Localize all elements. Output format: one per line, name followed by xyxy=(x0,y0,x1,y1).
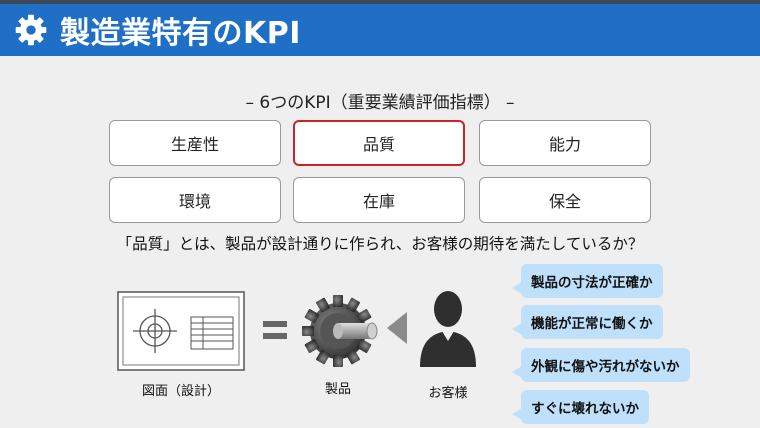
quality-question: 「品質」とは、製品が設計通りに作られ、お客様の期待を満たしているか？ xyxy=(116,235,644,253)
arrow-left-icon xyxy=(387,312,407,344)
equals-sign xyxy=(263,319,287,341)
speech-bubble: 機能が正常に働くか xyxy=(512,305,663,339)
kpi-environment-card[interactable]: 環境 xyxy=(109,177,281,223)
product-gear-icon xyxy=(302,295,378,367)
top-strip xyxy=(0,0,760,4)
kpi-subtitle: – 6つのKPI（重要業績評価指標） – xyxy=(245,93,515,113)
kpi-productivity-card[interactable]: 生産性 xyxy=(109,120,281,166)
gear-icon xyxy=(15,14,47,46)
title-bar: 製造業特有のKPI xyxy=(0,4,760,56)
speech-bubble: 製品の寸法が正確か xyxy=(512,264,663,298)
kpi-inventory-card[interactable]: 在庫 xyxy=(293,177,465,223)
customer-label: お客様 xyxy=(428,386,468,401)
kpi-maintenance-card[interactable]: 保全 xyxy=(479,177,651,223)
page-title: 製造業特有のKPI xyxy=(60,16,301,51)
customer-person-icon xyxy=(420,291,476,367)
drawing-label: 図面（設計） xyxy=(141,384,220,399)
kpi-capability-card[interactable]: 能力 xyxy=(479,120,651,166)
kpi-quality-card[interactable]: 品質 xyxy=(293,120,465,166)
blueprint-drawing-icon xyxy=(117,291,245,371)
product-label: 製品 xyxy=(324,382,351,397)
speech-bubble: 外観に傷や汚れがないか xyxy=(512,348,690,382)
speech-bubble: すぐに壊れないか xyxy=(512,390,649,424)
